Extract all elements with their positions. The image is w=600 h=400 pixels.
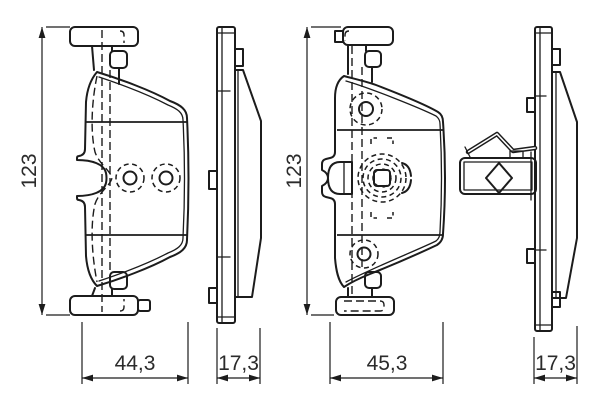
dimension-pad1-width: 44,3 (81, 322, 189, 384)
pad1-hole-left (122, 170, 138, 186)
dim-arrow-right (249, 374, 260, 382)
pad1-bottom-tab (69, 295, 139, 316)
pad2-friction-outline (321, 75, 446, 288)
dim-arrow-left (217, 374, 228, 382)
dimension-pad1-height: 123 (18, 26, 70, 316)
pad1-side-view (208, 26, 262, 324)
pad2-side-view (459, 26, 578, 332)
clip-saddle (509, 150, 524, 159)
dim-arrow-left (82, 374, 93, 382)
dim-arrow-left (330, 374, 341, 382)
pad2-side-tab-right-top (551, 48, 561, 66)
pad2-hidden-tab-bottom (344, 300, 385, 312)
pad1-hole-left-dashed (115, 163, 145, 193)
clip-diamond-window (485, 162, 513, 194)
pad2-top-tab (342, 26, 394, 46)
wear-sensor-bracket-top (370, 137, 394, 144)
sensor-wire-tip (464, 146, 471, 158)
pad1-side-friction-profile (234, 69, 262, 298)
pad1-hole-right (158, 170, 174, 186)
pad1-chamfer-line (98, 76, 186, 282)
sensor-wire-highlight (467, 133, 536, 153)
dimension-pad2-height: 123 (283, 26, 341, 316)
pad2-side-backplate (534, 26, 553, 332)
pad1-top-tab (69, 26, 139, 47)
pad2-side-friction-profile (551, 71, 578, 299)
dim-arrow-right (432, 374, 443, 382)
wear-sensor-clip-right (401, 162, 412, 194)
dim-arrow-right (566, 374, 577, 382)
clip-housing-inner (463, 161, 533, 191)
dim-arrow-left (534, 374, 545, 382)
dim-arrow-right (177, 374, 188, 382)
pad2-top-clip-nub (364, 50, 382, 68)
pad2-hole-bottom (356, 246, 372, 262)
pad2-bottom-tab (335, 296, 395, 316)
dim-arrow-down (38, 304, 46, 315)
dim-label-pad1-height: 123 (18, 153, 41, 188)
dim-label-pad1-width: 44,3 (115, 352, 156, 375)
pad1-hidden-tab-bottom (119, 299, 125, 312)
dim-label-pad2-width: 45,3 (367, 352, 408, 375)
pad1-bottom-tab-step (137, 299, 151, 312)
wear-sensor-bracket-bottom (370, 212, 394, 219)
pad1-hidden-tab-top (119, 30, 125, 43)
pad2-front-view (321, 26, 446, 316)
wear-sensor (327, 137, 412, 219)
dim-arrow-down (303, 304, 311, 315)
pad2-hole-top (358, 101, 374, 117)
wear-sensor-ring-3 (362, 158, 402, 198)
dimension-pad2-thickness: 17,3 (533, 326, 578, 384)
pad1-top-clip-nub (109, 50, 128, 69)
pad2-chamfer-line (345, 80, 443, 283)
dimension-pad1-thickness: 17,3 (216, 328, 261, 384)
pad2-bottom-clip-nub (364, 271, 382, 289)
pad2-hole-top-dashed (349, 92, 383, 126)
pad1-hidden-friction-edge (91, 75, 113, 283)
pad1-side-tab-right (234, 48, 244, 67)
pad2-side-nub-left-top (526, 97, 536, 113)
pad1-bottom-stem-left (91, 287, 96, 297)
sensor-spring-clip (459, 131, 538, 201)
pad1-friction-outline (76, 71, 190, 287)
wear-sensor-ring-2 (367, 163, 397, 193)
pad1-bottom-clip-nub (109, 271, 128, 290)
pad2-top-tab-step (334, 30, 344, 43)
pad2-hidden-tab-top (344, 30, 350, 41)
pad1-side-backplate (216, 26, 236, 324)
pad1-front-view (69, 26, 190, 316)
clip-housing (459, 157, 537, 195)
dim-arrow-up (303, 27, 311, 38)
wear-sensor-body (373, 169, 391, 187)
pad1-side-nub-left-bottom (208, 287, 218, 304)
dim-label-pad2-height: 123 (283, 153, 306, 188)
wear-sensor-ring-4 (357, 153, 407, 203)
wear-sensor-ring-1 (372, 168, 392, 188)
sensor-holder-cylinder (327, 161, 353, 195)
dim-arrow-up (38, 27, 46, 38)
dim-label-pad1-thickness: 17,3 (218, 352, 259, 375)
pad1-side-nub-left-mid (208, 170, 218, 190)
dim-label-pad2-thickness: 17,3 (535, 352, 576, 375)
pad2-side-nub-left-bottom (526, 248, 536, 264)
dimension-pad2-width: 45,3 (329, 322, 444, 384)
pad1-top-stem-left (91, 45, 95, 71)
pad2-hole-bottom-dashed (349, 239, 379, 269)
pad1-hole-right-dashed (151, 163, 181, 193)
